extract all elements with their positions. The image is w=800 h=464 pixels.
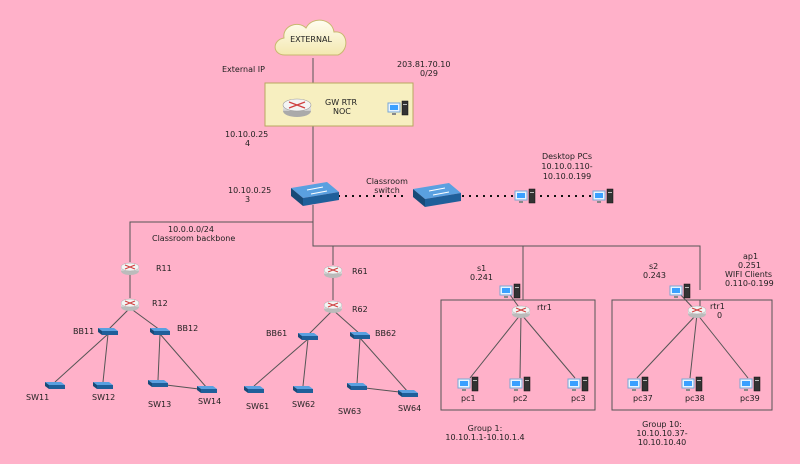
switch-label: SW11: [26, 393, 50, 402]
gateway-name-line2: NOC: [333, 107, 351, 116]
group1-footer-line1: Group 1:: [467, 424, 503, 433]
switch-icon[interactable]: [45, 382, 65, 389]
pc-icon[interactable]: [457, 376, 479, 392]
pc-label: pc2: [513, 394, 528, 403]
ap-label-line4: 0.110-0.199: [725, 279, 774, 288]
pc-label: pc37: [633, 394, 653, 403]
router-icon[interactable]: [323, 300, 343, 314]
core-switch-icon[interactable]: [291, 182, 339, 206]
switch-icon[interactable]: [148, 380, 168, 387]
gateway-internal-ip-line1: 10.10.0.25: [225, 130, 269, 139]
switch-label: SW62: [292, 400, 316, 409]
group10-footer-line3: 10.10.10.40: [637, 438, 687, 447]
group1-router-label: rtr1: [537, 303, 552, 312]
group1-box: [440, 299, 596, 411]
pc-label: pc39: [740, 394, 760, 403]
switch-icon[interactable]: [150, 328, 170, 335]
router-label: R12: [152, 299, 168, 308]
pc-icon[interactable]: [627, 376, 649, 392]
external-ip-line2: 0/29: [420, 69, 438, 78]
bb-label: BB61: [266, 329, 288, 338]
backbone-label-line1: 10.0.0.0/24: [168, 225, 214, 234]
classroom-switch-label-line2: switch: [374, 186, 400, 195]
classroom-switch-icon[interactable]: [413, 183, 461, 207]
group10-router-label-line2: 0: [717, 311, 723, 320]
server-s1-label-line1: s1: [477, 264, 487, 273]
pc-label: pc38: [685, 394, 705, 403]
bb-label: BB12: [177, 324, 199, 333]
router-label: R62: [352, 305, 368, 314]
external-ip-line1: 203.81.70.10: [397, 60, 451, 69]
switch-icon[interactable]: [298, 333, 318, 340]
switch-label: SW61: [246, 402, 270, 411]
core-switch-ip-line1: 10.10.0.25: [228, 186, 272, 195]
switch-label: SW13: [148, 400, 172, 409]
pc-icon[interactable]: [681, 376, 703, 392]
switch-icon[interactable]: [93, 382, 113, 389]
group10-footer-line1: Group 10:: [642, 420, 682, 429]
router-label: R11: [156, 264, 172, 273]
desktops-label-line3: 10.10.0.199: [542, 172, 592, 181]
cloud-label: EXTERNAL: [290, 35, 332, 44]
cloud-icon: [274, 19, 347, 56]
pc-icon[interactable]: [739, 376, 761, 392]
core-switch-ip-line2: 3: [245, 195, 251, 204]
router-icon[interactable]: [323, 265, 343, 279]
pc-label: pc1: [461, 394, 476, 403]
server-s2-icon[interactable]: [669, 283, 691, 299]
server-s2-label-line2: 0.243: [643, 271, 666, 280]
switch-icon[interactable]: [98, 328, 118, 335]
ap-label-line1: ap1: [743, 252, 759, 261]
switch-icon[interactable]: [347, 383, 367, 390]
desktops-label-line2: 10.10.0.110-: [541, 162, 593, 171]
router-icon[interactable]: [511, 305, 531, 319]
desktop-pc-icon[interactable]: [592, 188, 614, 204]
router-icon[interactable]: [120, 262, 140, 276]
desktop-pc-icon[interactable]: [514, 188, 536, 204]
gateway-name-line1: GW RTR: [325, 98, 358, 107]
router-icon[interactable]: [687, 305, 707, 319]
classroom-switch-label-line1: Classroom: [366, 177, 408, 186]
desktops-label-line1: Desktop PCs: [541, 152, 593, 161]
pc-label: pc3: [571, 394, 586, 403]
external-ip-label: External IP: [222, 65, 265, 74]
group1-footer-line2: 10.10.1.1-10.10.1.4: [445, 433, 525, 442]
switch-label: SW64: [398, 404, 422, 413]
switch-label: SW12: [92, 393, 116, 402]
switch-icon[interactable]: [350, 332, 370, 339]
bb-label: BB62: [375, 329, 397, 338]
switch-icon[interactable]: [197, 386, 217, 393]
switch-icon[interactable]: [398, 390, 418, 397]
server-s1-label-line2: 0.241: [470, 273, 493, 282]
gateway-router-icon[interactable]: [282, 98, 312, 117]
switch-icon[interactable]: [244, 386, 264, 393]
switch-label: SW14: [198, 397, 222, 406]
pc-icon[interactable]: [509, 376, 531, 392]
group10-router-label-line1: rtr1: [710, 302, 725, 311]
ap-label-line2: 0.251: [738, 261, 761, 270]
backbone-label-line2: Classroom backbone: [152, 234, 236, 243]
group10-box: [611, 299, 773, 411]
switch-icon[interactable]: [293, 386, 313, 393]
switch-label: SW63: [338, 407, 362, 416]
router-icon[interactable]: [120, 298, 140, 312]
gateway-internal-ip-line2: 4: [245, 139, 251, 148]
router-label: R61: [352, 267, 368, 276]
server-s2-label-line1: s2: [649, 262, 659, 271]
server-s1-icon[interactable]: [499, 283, 521, 299]
group10-footer-line2: 10.10.10.37-: [636, 429, 688, 438]
bb-label: BB11: [73, 327, 95, 336]
ap-label-line3: WIFI Clients: [725, 270, 773, 279]
pc-icon[interactable]: [567, 376, 589, 392]
